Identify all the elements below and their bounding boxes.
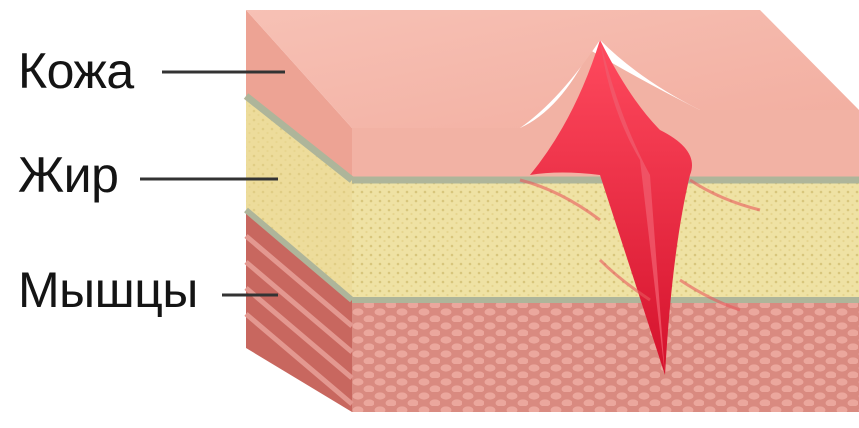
label-skin: Кожа — [18, 46, 134, 96]
label-fat: Жир — [18, 150, 118, 200]
label-muscle: Мышцы — [18, 265, 198, 315]
